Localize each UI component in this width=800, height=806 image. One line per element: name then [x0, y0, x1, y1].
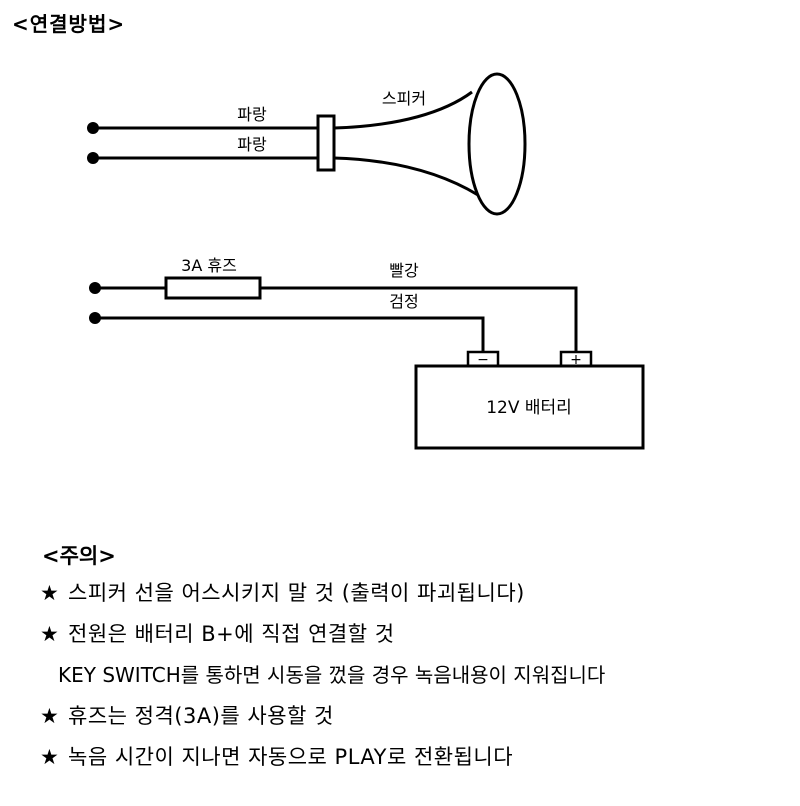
note-text: 녹음 시간이 지나면 자동으로 PLAY로 전환됩니다	[68, 745, 514, 769]
note-item: ★ 휴즈는 정격(3A)를 사용할 것	[40, 700, 334, 730]
note-text: 전원은 배터리 B+에 직접 연결할 것	[68, 622, 395, 646]
star-icon: ★	[40, 622, 60, 646]
note-item: ★ 전원은 배터리 B+에 직접 연결할 것	[40, 618, 395, 648]
speaker-wire-2-label: 파랑	[237, 135, 267, 154]
battery-label: 12V 배터리	[486, 398, 572, 418]
note-item: ★ 스피커 선을 어스시키지 말 것 (출력이 파괴됩니다)	[40, 577, 525, 607]
note-item: KEY SWITCH를 통하면 시동을 껐을 경우 녹음내용이 지워집니다	[58, 659, 605, 688]
page-title: <연결방법>	[12, 12, 126, 36]
negative-symbol: −	[477, 352, 489, 368]
note-text: KEY SWITCH를 통하면 시동을 껐을 경우 녹음내용이 지워집니다	[58, 663, 606, 687]
black-wire	[95, 316, 485, 354]
notes-title: <주의>	[42, 544, 116, 568]
note-text: 스피커 선을 어스시키지 말 것 (출력이 파괴됩니다)	[68, 581, 525, 605]
black-wire-label: 검정	[389, 292, 418, 311]
positive-symbol: +	[570, 352, 582, 368]
star-icon: ★	[40, 745, 60, 769]
star-icon: ★	[40, 581, 60, 605]
star-icon: ★	[40, 704, 60, 728]
wiring-diagram: 파랑 파랑 스피커 3A 휴즈 빨강 검정 − + 12V 배터리	[87, 72, 645, 450]
fuse-label: 3A 휴즈	[181, 256, 237, 275]
fuse	[164, 276, 262, 300]
horn-speaker-icon	[333, 72, 527, 216]
speaker-wire-1-label: 파랑	[237, 105, 267, 124]
note-text: 휴즈는 정격(3A)를 사용할 것	[68, 704, 334, 728]
speaker-label: 스피커	[382, 89, 426, 108]
red-wire	[260, 286, 578, 354]
red-wire-label: 빨강	[389, 261, 419, 280]
note-item: ★ 녹음 시간이 지나면 자동으로 PLAY로 전환됩니다	[40, 741, 513, 771]
battery	[414, 364, 645, 450]
speaker-connector	[316, 114, 336, 172]
